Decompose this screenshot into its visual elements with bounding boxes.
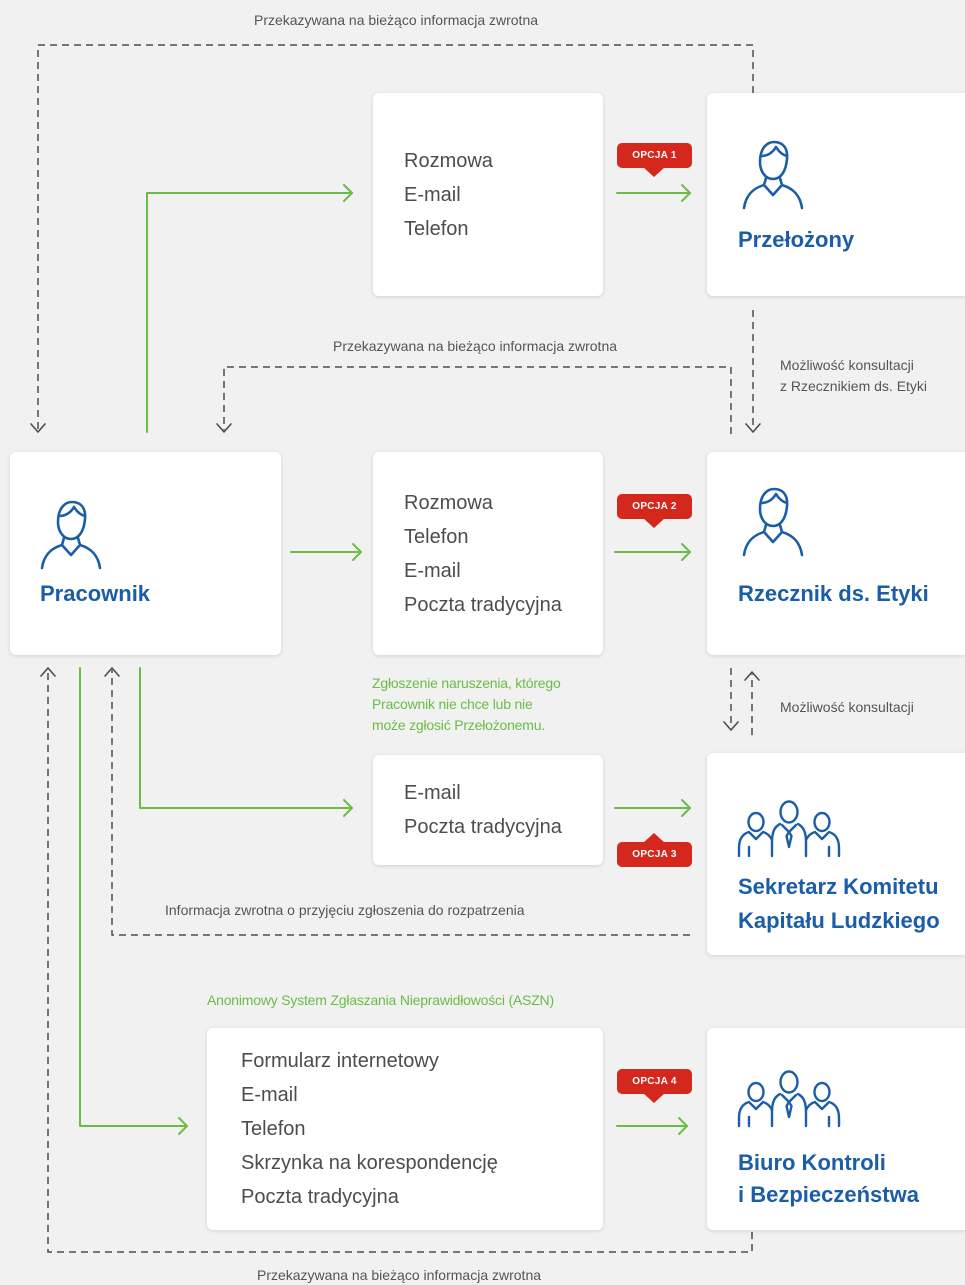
recipient-title-line: Sekretarz Komitetu — [738, 874, 939, 899]
channel-item: Skrzynka na korespondencję — [241, 1152, 498, 1174]
option1-channels-box: Rozmowa E-mail Telefon — [373, 93, 603, 296]
consult-line-ethics-to-secretary — [723, 668, 739, 731]
bypass-note-line: Zgłoszenie naruszenia, którego — [372, 675, 561, 691]
channel-list: E-mail Poczta tradycyjna — [373, 755, 603, 865]
flow-arrow-option4 — [616, 1117, 688, 1135]
channel-item: E-mail — [404, 559, 461, 582]
recipient-title-line: Przełożony — [738, 227, 855, 252]
consult-line-secretary-to-ethics — [744, 671, 760, 735]
recipient-title-line: i Bezpieczeństwa — [738, 1182, 919, 1207]
flow-line-employee-to-option3-channels — [139, 667, 353, 817]
consult-label-general: Możliwość konsultacji — [780, 699, 914, 715]
channel-item: E-mail — [241, 1084, 298, 1106]
option3-channels-box: E-mail Poczta tradycyjna — [373, 755, 603, 865]
employee-title: Pracownik — [40, 577, 150, 611]
feedback-label-top: Przekazywana na bieżąco informacja zwrot… — [253, 12, 539, 28]
option-badge: OPCJA 1 — [617, 143, 692, 177]
group-icon — [735, 800, 843, 858]
recipient-title-line: Biuro Kontroli — [738, 1150, 886, 1175]
flow-arrow-option1 — [616, 184, 691, 202]
flow-arrow-option3 — [614, 799, 691, 817]
group-icon — [735, 1070, 843, 1128]
consult-line-supervisor-to-ethics — [745, 310, 761, 433]
feedback-receipt-label: Informacja zwrotna o przyjęciu zgłoszeni… — [165, 902, 525, 918]
feedback-line-control-office-to-employee — [40, 667, 753, 1253]
channel-item: Poczta tradycyjna — [241, 1186, 399, 1208]
feedback-label-middle: Przekazywana na bieżąco informacja zwrot… — [332, 338, 618, 354]
channel-item: Rozmowa — [404, 491, 493, 514]
flow-line-employee-to-option2-channels — [290, 543, 362, 561]
channel-list: Rozmowa E-mail Telefon — [373, 93, 603, 296]
flow-line-employee-to-option1-channels — [146, 184, 353, 433]
employee-box: Pracownik — [10, 452, 281, 655]
consult-label-line: z Rzecznikiem ds. Etyki — [780, 378, 928, 394]
person-icon — [740, 138, 806, 210]
consult-label-ethics: Możliwość konsultacji z Rzecznikiem ds. … — [780, 355, 927, 397]
channel-item: Telefon — [241, 1118, 306, 1140]
flow-line-employee-to-aszn-channels — [79, 667, 188, 1135]
control-security-office-box: Biuro Kontroli i Bezpieczeństwa — [707, 1028, 965, 1230]
bypass-note-line: może zgłosić Przełożonemu. — [372, 717, 545, 733]
feedback-label-bottom: Przekazywana na bieżąco informacja zwrot… — [256, 1267, 542, 1283]
option-badge: OPCJA 4 — [617, 1069, 692, 1103]
option2-channels-box: Rozmowa Telefon E-mail Poczta tradycyjna — [373, 452, 603, 655]
recipient-title-line: Rzecznik ds. Etyki — [738, 581, 929, 606]
recipient-title: Rzecznik ds. Etyki — [738, 577, 929, 611]
ethics-officer-box: Rzecznik ds. Etyki — [707, 452, 965, 655]
feedback-line-supervisor-to-employee — [30, 44, 754, 433]
recipient-title-line: Kapitału Ludzkiego — [738, 908, 940, 933]
consult-label-line: Możliwość konsultacji — [780, 357, 914, 373]
channel-item: Poczta tradycyjna — [404, 816, 562, 838]
bypass-note-line: Pracownik nie chce lub nie — [372, 696, 533, 712]
channel-item: Telefon — [404, 217, 469, 240]
committee-secretary-box: Sekretarz Komitetu Kapitału Ludzkiego — [707, 753, 965, 955]
supervisor-box: Przełożony — [707, 93, 965, 296]
recipient-title: Sekretarz Komitetu Kapitału Ludzkiego — [738, 870, 940, 938]
flow-arrow-option2 — [614, 543, 691, 561]
channel-item: E-mail — [404, 183, 461, 206]
channel-item: Rozmowa — [404, 149, 493, 172]
aszn-channels-box: Formularz internetowy E-mail Telefon Skr… — [207, 1028, 603, 1230]
recipient-title: Biuro Kontroli i Bezpieczeństwa — [738, 1147, 919, 1211]
channel-item: Poczta tradycyjna — [404, 593, 562, 616]
channel-item: E-mail — [404, 782, 461, 804]
channel-item: Formularz internetowy — [241, 1050, 439, 1072]
channel-list: Formularz internetowy E-mail Telefon Skr… — [207, 1028, 603, 1230]
employee-title-text: Pracownik — [40, 581, 151, 606]
recipient-title: Przełożony — [738, 223, 854, 257]
channel-list: Rozmowa Telefon E-mail Poczta tradycyjna — [373, 452, 603, 655]
bypass-note: Zgłoszenie naruszenia, którego Pracownik… — [372, 673, 561, 736]
aszn-label: Anonimowy System Zgłaszania Nieprawidłow… — [207, 992, 554, 1008]
channel-item: Telefon — [404, 525, 469, 548]
feedback-line-secretary-receipt — [104, 667, 690, 936]
option-badge: OPCJA 3 — [617, 833, 692, 867]
option-badge: OPCJA 2 — [617, 494, 692, 528]
feedback-line-ethics-to-employee — [216, 366, 732, 434]
person-icon — [740, 485, 806, 557]
person-icon — [38, 498, 104, 570]
